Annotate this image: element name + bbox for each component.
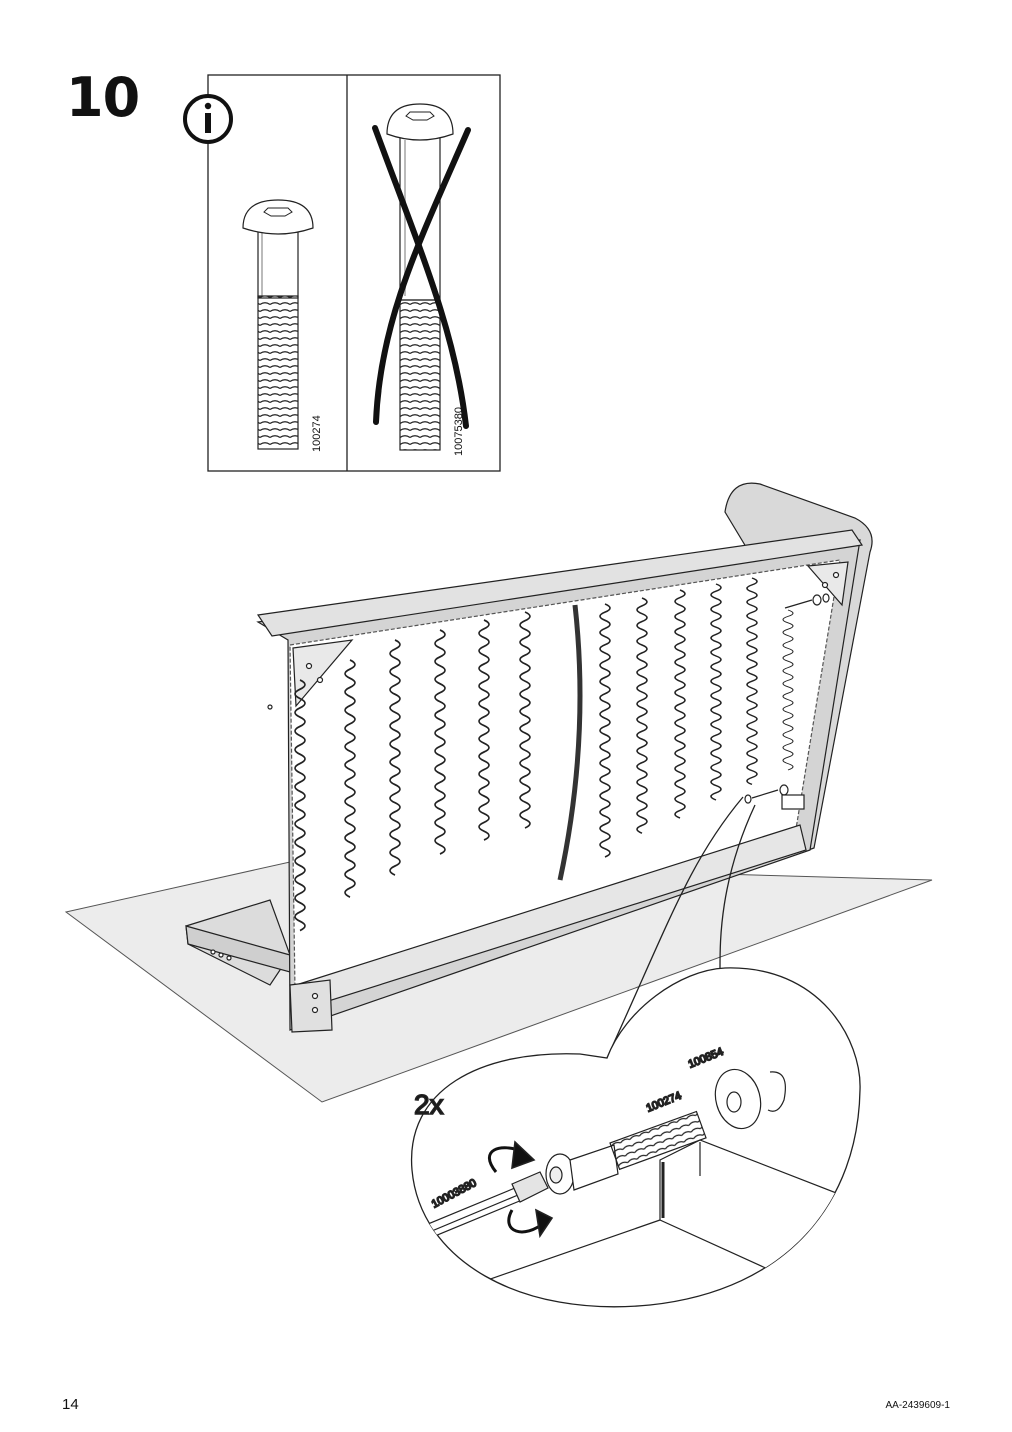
spring xyxy=(344,659,356,898)
spring xyxy=(434,629,446,855)
page-number: 14 xyxy=(62,1396,79,1413)
spring xyxy=(710,583,722,801)
correct-bolt-icon xyxy=(242,199,314,450)
spring xyxy=(782,609,794,771)
callout-leader xyxy=(606,796,756,1059)
spring xyxy=(674,589,686,819)
correct-bolt-label: 100274 xyxy=(311,415,323,452)
spring xyxy=(294,679,306,932)
spring-group: 2x 10003880 100274 100854 xyxy=(294,577,861,1308)
rotate-arrow-icon xyxy=(488,1140,554,1239)
step-number: 10 xyxy=(66,66,140,129)
spring xyxy=(478,619,490,841)
spring xyxy=(636,597,648,834)
sofa-frame xyxy=(185,482,873,1033)
spring xyxy=(746,577,758,786)
spring xyxy=(599,603,611,858)
info-panel: 100274 10075380 xyxy=(183,74,501,472)
floor-sheet xyxy=(64,861,933,1103)
bolt-preview xyxy=(744,593,830,810)
cross-mark-icon xyxy=(372,125,471,429)
quantity-label: 2x xyxy=(414,1089,444,1120)
spring xyxy=(519,611,531,829)
spring xyxy=(389,639,401,876)
document-id: AA-2439609-1 xyxy=(885,1400,951,1411)
info-icon xyxy=(183,94,233,144)
incorrect-bolt-label: 10075380 xyxy=(453,407,465,456)
